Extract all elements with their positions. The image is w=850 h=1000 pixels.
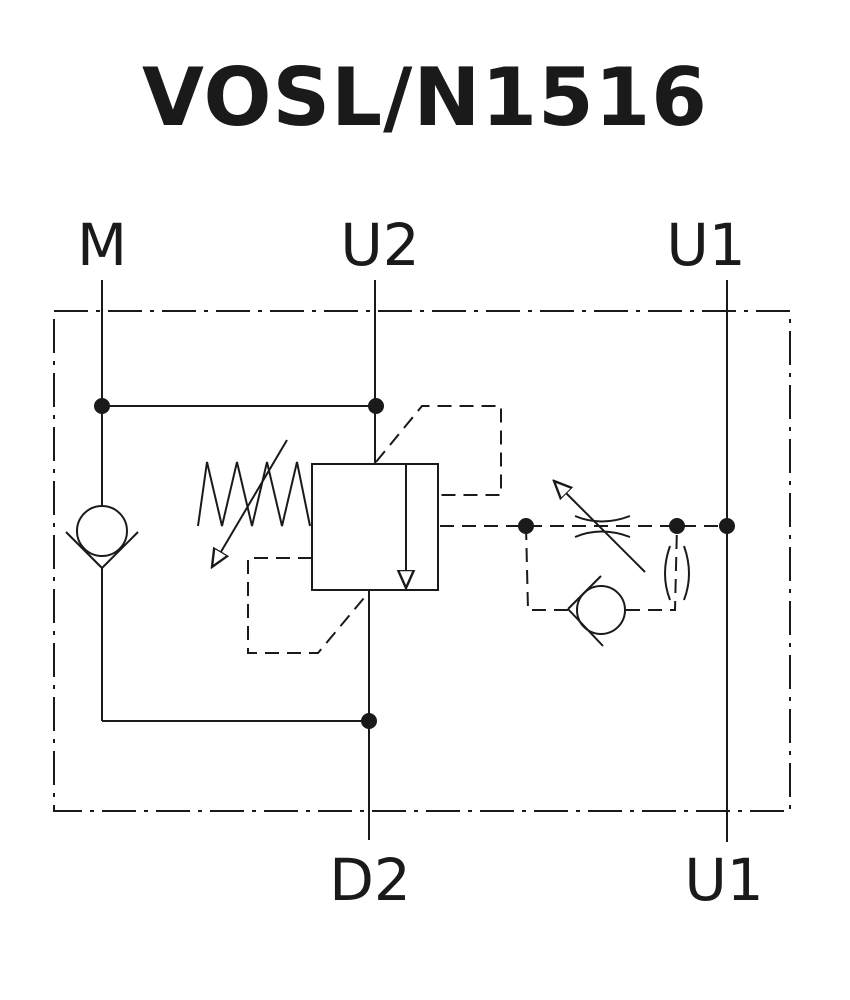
junction-dots xyxy=(94,398,735,729)
port-label-u2: U2 xyxy=(340,211,419,279)
pilot-lines xyxy=(247,405,727,654)
adjustable-throttle xyxy=(554,481,646,573)
port-label-u1-top: U1 xyxy=(666,211,745,279)
port-label-d2: D2 xyxy=(329,846,411,914)
junction-dot xyxy=(361,713,377,729)
spring-adjust-arrow xyxy=(212,439,288,567)
port-label-u1-bottom: U1 xyxy=(684,846,763,914)
junction-dot xyxy=(368,398,384,414)
diagram-title: VOSL/N1516 xyxy=(142,51,708,144)
fixed-orifice xyxy=(664,545,690,601)
valve-block-boundary xyxy=(53,310,791,812)
check-valve-m xyxy=(65,505,139,569)
check-valve-pilot xyxy=(567,575,626,647)
spring xyxy=(197,461,311,527)
pressure-valve xyxy=(311,463,439,591)
port-label-m: M xyxy=(77,211,127,279)
junction-dot xyxy=(94,398,110,414)
